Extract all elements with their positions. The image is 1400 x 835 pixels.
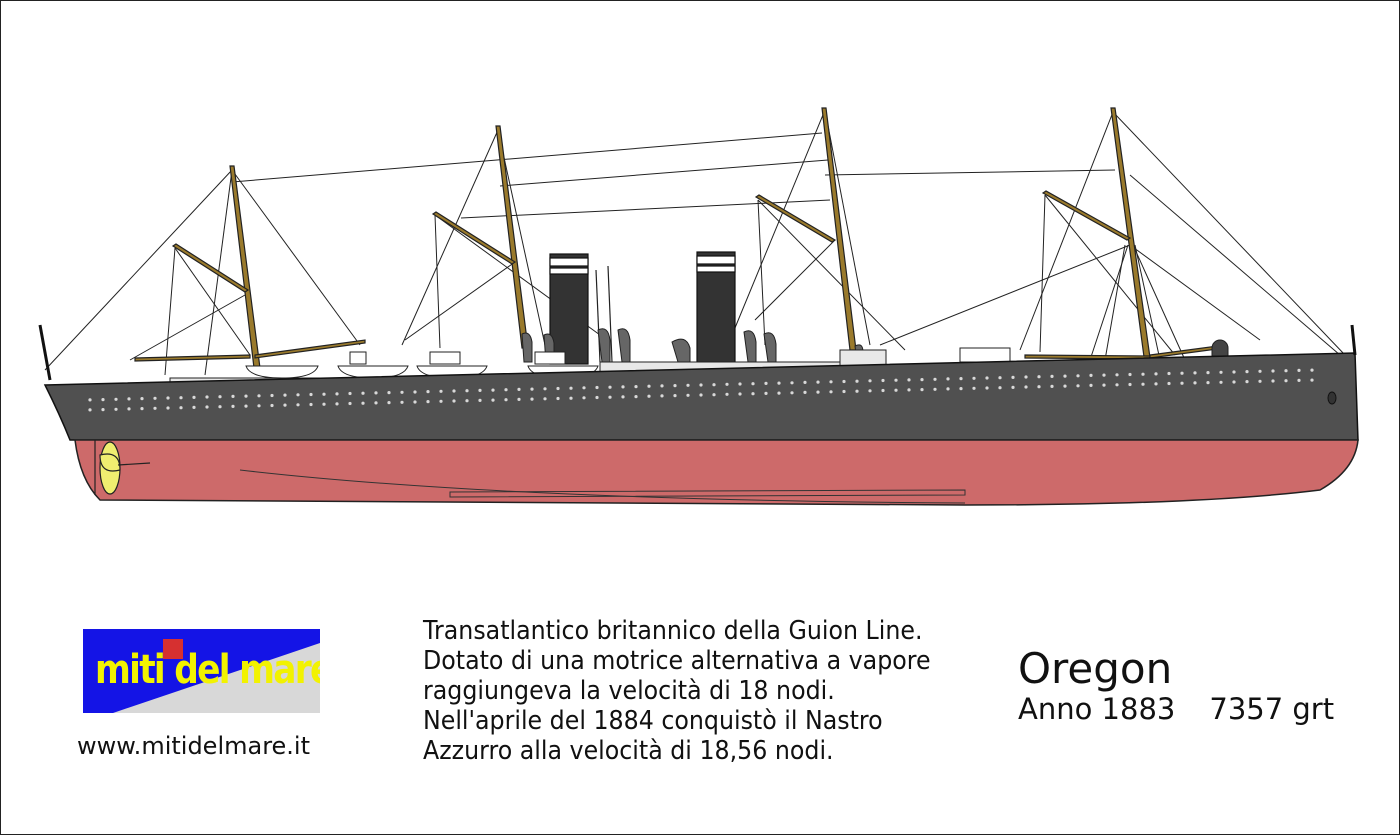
funnels [549, 251, 736, 365]
ship-name: Oregon [1018, 644, 1173, 693]
miti-del-mare-logo: miti del mare [83, 629, 320, 713]
masts [134, 107, 1226, 373]
description-line: Dotato di una motrice alternativa a vapo… [423, 646, 931, 676]
description-line: Transatlantico britannico della Guion Li… [423, 616, 923, 646]
description-line: raggiungeva la velocità di 18 nodi. [423, 676, 835, 706]
ventilators [521, 328, 1229, 364]
portholes [88, 368, 1314, 412]
website-url: www.mitidelmare.it [77, 732, 311, 760]
description-line: Nell'aprile del 1884 conquistò il Nastro [423, 706, 883, 736]
ship-description: Transatlantico britannico della Guion Li… [423, 616, 931, 766]
ship-illustration [38, 107, 1359, 506]
hull-lower [74, 439, 1359, 506]
ship-tonnage: 7357 grt [1209, 692, 1335, 726]
description-line: Azzurro alla velocità di 18,56 nodi. [423, 736, 834, 766]
ship-specs: Anno 1883 7357 grt [1018, 692, 1334, 726]
logo-background-shape [113, 639, 320, 713]
logo-text: miti del mare [95, 647, 320, 693]
propeller [94, 440, 151, 495]
ship-year: Anno 1883 [1018, 692, 1176, 726]
